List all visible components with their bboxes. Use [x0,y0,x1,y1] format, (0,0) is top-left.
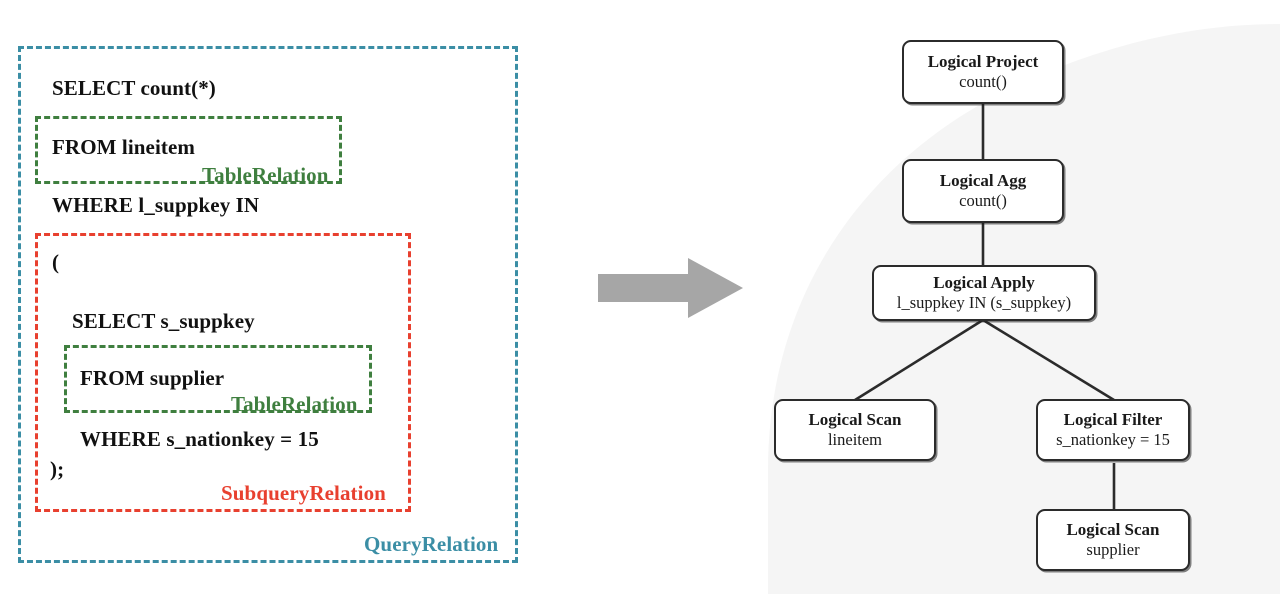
plan-node-subtitle: lineitem [827,430,883,450]
sql-line-from-supplier: FROM supplier [80,366,225,390]
plan-node-title: Logical Scan [1066,520,1160,540]
subquery-relation-box [35,233,411,512]
plan-edges [854,104,1116,510]
plan-node-title: Logical Filter [1063,410,1163,430]
table-relation-box-supplier [64,345,372,413]
plan-node-subtitle: l_suppkey IN (s_suppkey) [896,293,1072,313]
sql-line-from-lineitem: FROM lineitem [52,135,196,159]
plan-node-logical-scan-lineitem[interactable]: Logical Scan lineitem [774,399,936,461]
plan-node-subtitle: count() [959,72,1007,92]
plan-node-logical-scan-supplier[interactable]: Logical Scan supplier [1036,509,1190,571]
plan-node-logical-apply[interactable]: Logical Apply l_suppkey IN (s_suppkey) [872,265,1096,321]
plan-node-logical-project[interactable]: Logical Project count() [902,40,1064,104]
sql-line-where-in: WHERE l_suppkey IN [52,193,260,217]
table-relation-label-supplier: TableRelation [231,392,358,416]
plan-node-title: Logical Scan [808,410,902,430]
plan-node-logical-filter[interactable]: Logical Filter s_nationkey = 15 [1036,399,1190,461]
sql-query-panel: SELECT count(*) FROM lineitem WHERE l_su… [0,0,560,594]
subquery-relation-label: SubqueryRelation [221,481,386,505]
plan-node-title: Logical Project [927,52,1039,72]
transform-arrow [598,258,748,318]
plan-node-title: Logical Agg [939,171,1027,191]
table-relation-box-lineitem [35,116,342,184]
plan-node-subtitle: supplier [1086,540,1140,560]
plan-node-subtitle: s_nationkey = 15 [1056,430,1170,450]
sql-line-select-suppkey: SELECT s_suppkey [72,309,255,333]
plan-node-subtitle: count() [959,191,1007,211]
sql-line-close-paren: ); [50,457,65,481]
sql-line-where-nationkey: WHERE s_nationkey = 15 [80,427,319,451]
query-relation-box [18,46,518,563]
arrow-right-icon [598,258,743,318]
sql-line-select-count: SELECT count(*) [52,76,216,100]
plan-node-logical-agg[interactable]: Logical Agg count() [902,159,1064,223]
sql-line-open-paren: ( [52,250,60,274]
plan-node-title: Logical Apply [933,273,1035,293]
table-relation-label-lineitem: TableRelation [202,163,329,187]
query-relation-label: QueryRelation [364,532,499,556]
logical-plan-panel: Logical Project count() Logical Agg coun… [740,0,1280,594]
